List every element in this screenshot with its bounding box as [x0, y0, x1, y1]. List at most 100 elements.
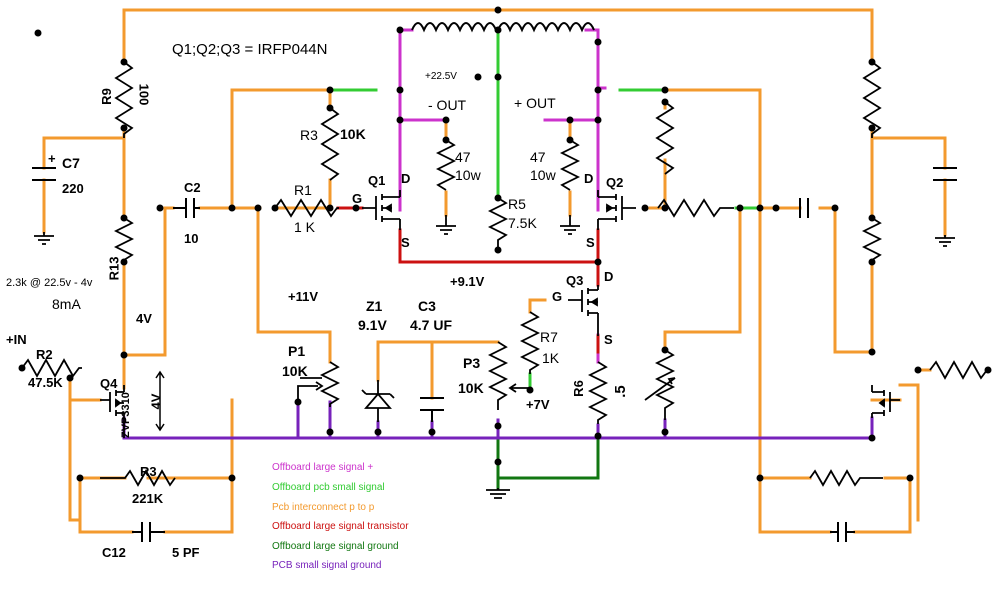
plus-out-label: + OUT	[514, 95, 556, 111]
q1-mosfet	[362, 190, 401, 230]
r47b-label: 47	[530, 149, 546, 165]
q3-drain: D	[604, 269, 614, 284]
right-p-pot	[654, 349, 676, 420]
r3b-resistor	[100, 469, 176, 487]
p1-pot	[319, 361, 341, 407]
r5-label: R5	[508, 196, 526, 212]
r7-label: R7	[540, 329, 558, 345]
q1-label: Q1	[368, 173, 386, 188]
r47a-resistor	[435, 139, 457, 191]
r6-value: .5	[611, 385, 629, 398]
c7-plus: +	[48, 151, 56, 166]
potentiometers	[297, 341, 676, 420]
r47a-label: 47	[455, 149, 471, 165]
r47b-resistor	[559, 139, 581, 191]
v7-label: +7V	[526, 397, 550, 412]
r6-label: R6	[570, 380, 586, 397]
v4-top-label: 4V	[136, 311, 152, 326]
q2-label: Q2	[606, 175, 624, 190]
q1-source: S	[401, 235, 410, 250]
v11-label: +11V	[288, 289, 319, 304]
p3-pot	[487, 341, 509, 410]
r5-resistor	[487, 197, 509, 248]
c3-value: 4.7 UF	[410, 317, 453, 333]
r47b-watts: 10w	[530, 167, 556, 183]
q3-gate: G	[552, 289, 563, 304]
legend-item: Offboard large signal ground	[272, 541, 399, 552]
z1-label: Z1	[366, 298, 383, 314]
r9-label: R9	[98, 88, 114, 105]
right-r2-resistor	[929, 360, 988, 380]
r3-value: 10K	[340, 126, 366, 142]
c7-label: C7	[62, 155, 80, 171]
c2-label: C2	[184, 180, 201, 195]
p3-label: P3	[463, 355, 481, 371]
r2-value: 47.5K	[28, 375, 63, 390]
r6-resistor	[587, 361, 609, 424]
r47a-watts: 10w	[455, 167, 481, 183]
r9-resistor	[114, 61, 134, 138]
r1-label: R1	[294, 182, 312, 198]
c12-value: 5 PF	[172, 545, 200, 560]
r2-label: R2	[36, 347, 53, 362]
r13-resistor	[113, 217, 135, 262]
q4-mosfet	[100, 385, 125, 438]
right-q4-mosfet	[871, 385, 900, 418]
legend-item: Offboard pcb small signal	[272, 482, 385, 493]
c3-label: C3	[418, 298, 436, 314]
right-r9-resistor	[862, 61, 882, 138]
r13-current: 8mA	[52, 296, 81, 312]
legend-item: Pcb interconnect p to p	[272, 502, 375, 513]
q1-drain: D	[401, 171, 411, 186]
q1-gate: G	[352, 191, 363, 206]
legend-item: Offboard large signal +	[272, 462, 374, 473]
q3-source: S	[604, 332, 613, 347]
mosfets	[100, 190, 900, 438]
r3b-value: 221K	[132, 491, 164, 506]
legend-item: PCB small signal ground	[272, 560, 382, 571]
offboard-ground-wires	[496, 434, 600, 490]
in-label: +IN	[6, 332, 27, 347]
c3-cap	[420, 397, 444, 422]
r1-value: 1 K	[294, 219, 316, 235]
p3-value: 10K	[458, 380, 484, 396]
r3b-label: R3	[140, 464, 157, 479]
r2-resistor	[21, 358, 82, 378]
right-c7-cap	[933, 167, 957, 181]
right-c12-cap	[830, 522, 855, 542]
ground-symbols	[34, 215, 955, 499]
q4-label: Q4	[100, 376, 118, 391]
minus-out-label: - OUT	[428, 97, 467, 113]
v4-bottom-label: 4V	[148, 393, 164, 410]
voltage-arrows	[155, 370, 165, 432]
c2-value: 10	[184, 231, 199, 246]
supply-label: +22.5V	[425, 71, 457, 82]
r3-resistor	[320, 107, 340, 181]
q2-source: S	[586, 235, 595, 250]
q2-drain: D	[584, 171, 594, 186]
right-r3b-resistor	[809, 469, 883, 487]
zener-z1	[361, 380, 395, 422]
r9-value: 100	[136, 83, 152, 106]
r7-value: 1K	[542, 350, 560, 366]
right-c2-cap	[799, 198, 809, 218]
r1-resistor	[274, 198, 339, 218]
z1-value: 9.1V	[358, 317, 387, 333]
r13-note: 2.3k @ 22.5v - 4v	[6, 277, 93, 289]
p1-value: 10K	[282, 363, 308, 379]
c12-cap	[132, 522, 165, 542]
right-r13-resistor	[861, 217, 883, 261]
c12-label: C12	[102, 545, 126, 560]
c7-cap	[32, 167, 56, 181]
q2-mosfet	[597, 190, 636, 230]
p1-label: P1	[288, 343, 306, 359]
right-r3-resistor	[655, 101, 675, 175]
transistor-note: Q1;Q2;Q3 = IRFP044N	[172, 41, 328, 58]
junction-dots	[18, 6, 992, 482]
q3-mosfet	[568, 285, 599, 336]
right-r1-resistor	[657, 198, 734, 218]
v91-label: +9.1V	[450, 274, 485, 289]
resistors	[21, 61, 988, 487]
r7-resistor	[519, 311, 541, 374]
